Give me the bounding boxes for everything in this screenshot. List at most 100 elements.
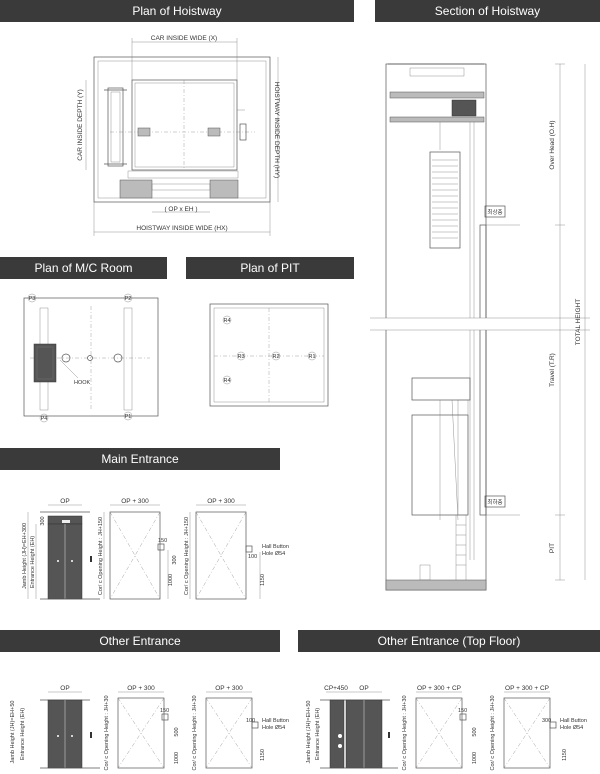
other-entrance-top: CP+450 OP Jamb Height (JH)=EH+50 Entranc… — [306, 685, 587, 771]
top-hall-button-hole — [549, 721, 557, 729]
car-outline — [131, 79, 238, 171]
top-entrance-height-label: Entrance Height (EH) — [315, 708, 321, 760]
r4-bottom-marker: R4 — [223, 378, 230, 384]
other-op300-a-label: OP + 300 — [127, 685, 155, 692]
main-entrance: OP Jamb Height (JH)=EH+300 Entrance Heig… — [22, 498, 289, 600]
other-hole-label: Hole Ø54 — [262, 725, 285, 731]
main-op-label: OP — [60, 498, 69, 505]
top-150-label: 150 — [458, 708, 467, 714]
hoistway-inside-wide-label: HOISTWAY INSIDE WIDE (HX) — [136, 225, 227, 232]
header-other-entrance-top: Other Entrance (Top Floor) — [298, 630, 600, 652]
top-opening-b — [503, 697, 551, 769]
traction-machine-plan — [33, 343, 57, 383]
travel-label: Travel (T.R) — [549, 353, 556, 387]
main-coric-a-label: Cor/ c Opening Height : JH+150 — [98, 517, 104, 595]
top-300-label: 300 — [542, 718, 551, 724]
p1-marker: P1 — [125, 414, 132, 420]
main-opening-b — [195, 511, 247, 600]
top-coric-b-label: Cor/ c Opening Height : JH+30 — [490, 695, 496, 770]
car-inside-wide-label: CAR INSIDE WIDE (X) — [151, 35, 217, 42]
bottom-floor-label: 최하층 — [487, 498, 502, 506]
other-1000-label: 1000 — [174, 752, 180, 764]
main-op300-b-label: OP + 300 — [207, 498, 235, 505]
main-hole-label: Hole Ø54 — [262, 551, 285, 557]
header-plan-pit: Plan of PIT — [186, 257, 354, 279]
main-coric-b-label: Cor/ c Opening Height : JH+150 — [184, 517, 190, 595]
other-entrance-height-label: Entrance Height (EH) — [20, 708, 26, 760]
other-100-label: 100 — [246, 718, 255, 724]
hoistway-outer-wall — [93, 56, 271, 203]
opening-label: ( OP x EH ) — [164, 206, 197, 213]
r4-top-marker: R4 — [223, 318, 230, 324]
top-hall-button-label: Hall Button — [560, 718, 587, 724]
main-1000-a-label: 1000 — [168, 574, 174, 586]
top-floor-tag — [484, 205, 506, 218]
other-opening-b — [205, 697, 253, 769]
header-plan-hoistway: Plan of Hoistway — [0, 0, 354, 22]
top-op-label: OP — [359, 685, 368, 692]
main-1150-label: 1150 — [260, 574, 266, 586]
top-op300cp-a-label: OP + 300 + CP — [417, 685, 461, 692]
top-hole-label: Hole Ø54 — [560, 725, 583, 731]
car-inside-depth-label: CAR INSIDE DEPTH (Y) — [77, 89, 84, 161]
r2-marker: R2 — [272, 354, 279, 360]
counterweight-section — [429, 151, 461, 249]
other-500-label: 500 — [174, 727, 180, 736]
pit-label: PIT — [549, 543, 556, 553]
top-op300cp-b-label: OP + 300 + CP — [505, 685, 549, 692]
main-300-dim: 300 — [40, 516, 46, 525]
p4-marker: P4 — [41, 416, 48, 422]
over-head-label: Over Head (O.H) — [549, 120, 556, 169]
main-opening-a — [109, 511, 161, 600]
top-coric-a-label: Cor/ c Opening Height : JH+30 — [402, 695, 408, 770]
main-300-label: 300 — [172, 555, 178, 564]
plan-of-pit: R4 R3 R2 R1 R4 — [209, 303, 329, 407]
plan-of-mc-room: HOOK P3 P2 P1 P4 — [23, 293, 159, 423]
main-hall-button-label: Hall Button — [262, 544, 289, 550]
bottom-floor-tag — [484, 495, 506, 508]
main-jamb-height-label: Jamb Height (JH)=EH+300 — [22, 523, 28, 589]
p3-marker: P3 — [29, 296, 36, 302]
other-jamb-height-label: Jamb Height (JH)=EH+50 — [10, 701, 16, 764]
header-section-hoistway: Section of Hoistway — [375, 0, 600, 22]
top-floor-label: 최상층 — [487, 208, 502, 216]
other-hall-button-hole — [251, 721, 259, 729]
main-hall-button-hole — [245, 545, 253, 553]
other-op-label: OP — [60, 685, 69, 692]
other-entrance: OP Jamb Height (JH)=EH+50 Entrance Heigh… — [10, 685, 289, 771]
door-frame-left — [119, 179, 153, 199]
main-100-label: 100 — [248, 554, 257, 560]
hook-label: HOOK — [74, 380, 91, 386]
other-hall-button-label: Hall Button — [262, 718, 289, 724]
hoistway-inside-depth-label: HOISTWAY INSIDE DEPTH (HY) — [273, 82, 280, 178]
other-coric-a-label: Cor/ c Opening Height : JH+30 — [104, 695, 110, 770]
top-1000-label: 1000 — [472, 752, 478, 764]
top-jamb-height-label: Jamb Height (JH)=EH+50 — [306, 701, 312, 764]
r3-marker: R3 — [237, 354, 244, 360]
pit-ladder — [455, 515, 467, 580]
main-entrance-height-label: Entrance Height (EH) — [30, 536, 36, 588]
other-coric-b-label: Cor/ c Opening Height : JH+30 — [192, 695, 198, 770]
main-150-label: 150 — [158, 538, 167, 544]
other-1150-label: 1150 — [260, 749, 266, 761]
section-of-hoistway: 최상층 최하층 Over Head (O.H) Travel (T.R — [370, 63, 590, 591]
pit-outline — [209, 303, 329, 407]
total-height-label: TOTAL HEIGHT — [575, 299, 582, 345]
top-op450-label: CP+450 — [324, 685, 348, 692]
p2-marker: P2 — [125, 296, 132, 302]
counterweight — [107, 87, 124, 167]
header-plan-mc-room: Plan of M/C Room — [0, 257, 167, 279]
traction-machine — [451, 99, 477, 117]
r1-marker: R1 — [308, 354, 315, 360]
header-main-entrance: Main Entrance — [0, 448, 280, 470]
top-1150-label: 1150 — [562, 749, 568, 761]
other-op300-b-label: OP + 300 — [215, 685, 243, 692]
other-opening-a — [117, 697, 165, 769]
header-other-entrance: Other Entrance — [0, 630, 280, 652]
door-frame-right — [209, 179, 239, 199]
plan-of-hoistway: CAR INSIDE WIDE (X) CAR INSIDE DEPTH (Y)… — [77, 35, 280, 236]
main-op300-a-label: OP + 300 — [121, 498, 149, 505]
mc-room-outline — [23, 297, 159, 417]
other-150-label: 150 — [160, 708, 169, 714]
